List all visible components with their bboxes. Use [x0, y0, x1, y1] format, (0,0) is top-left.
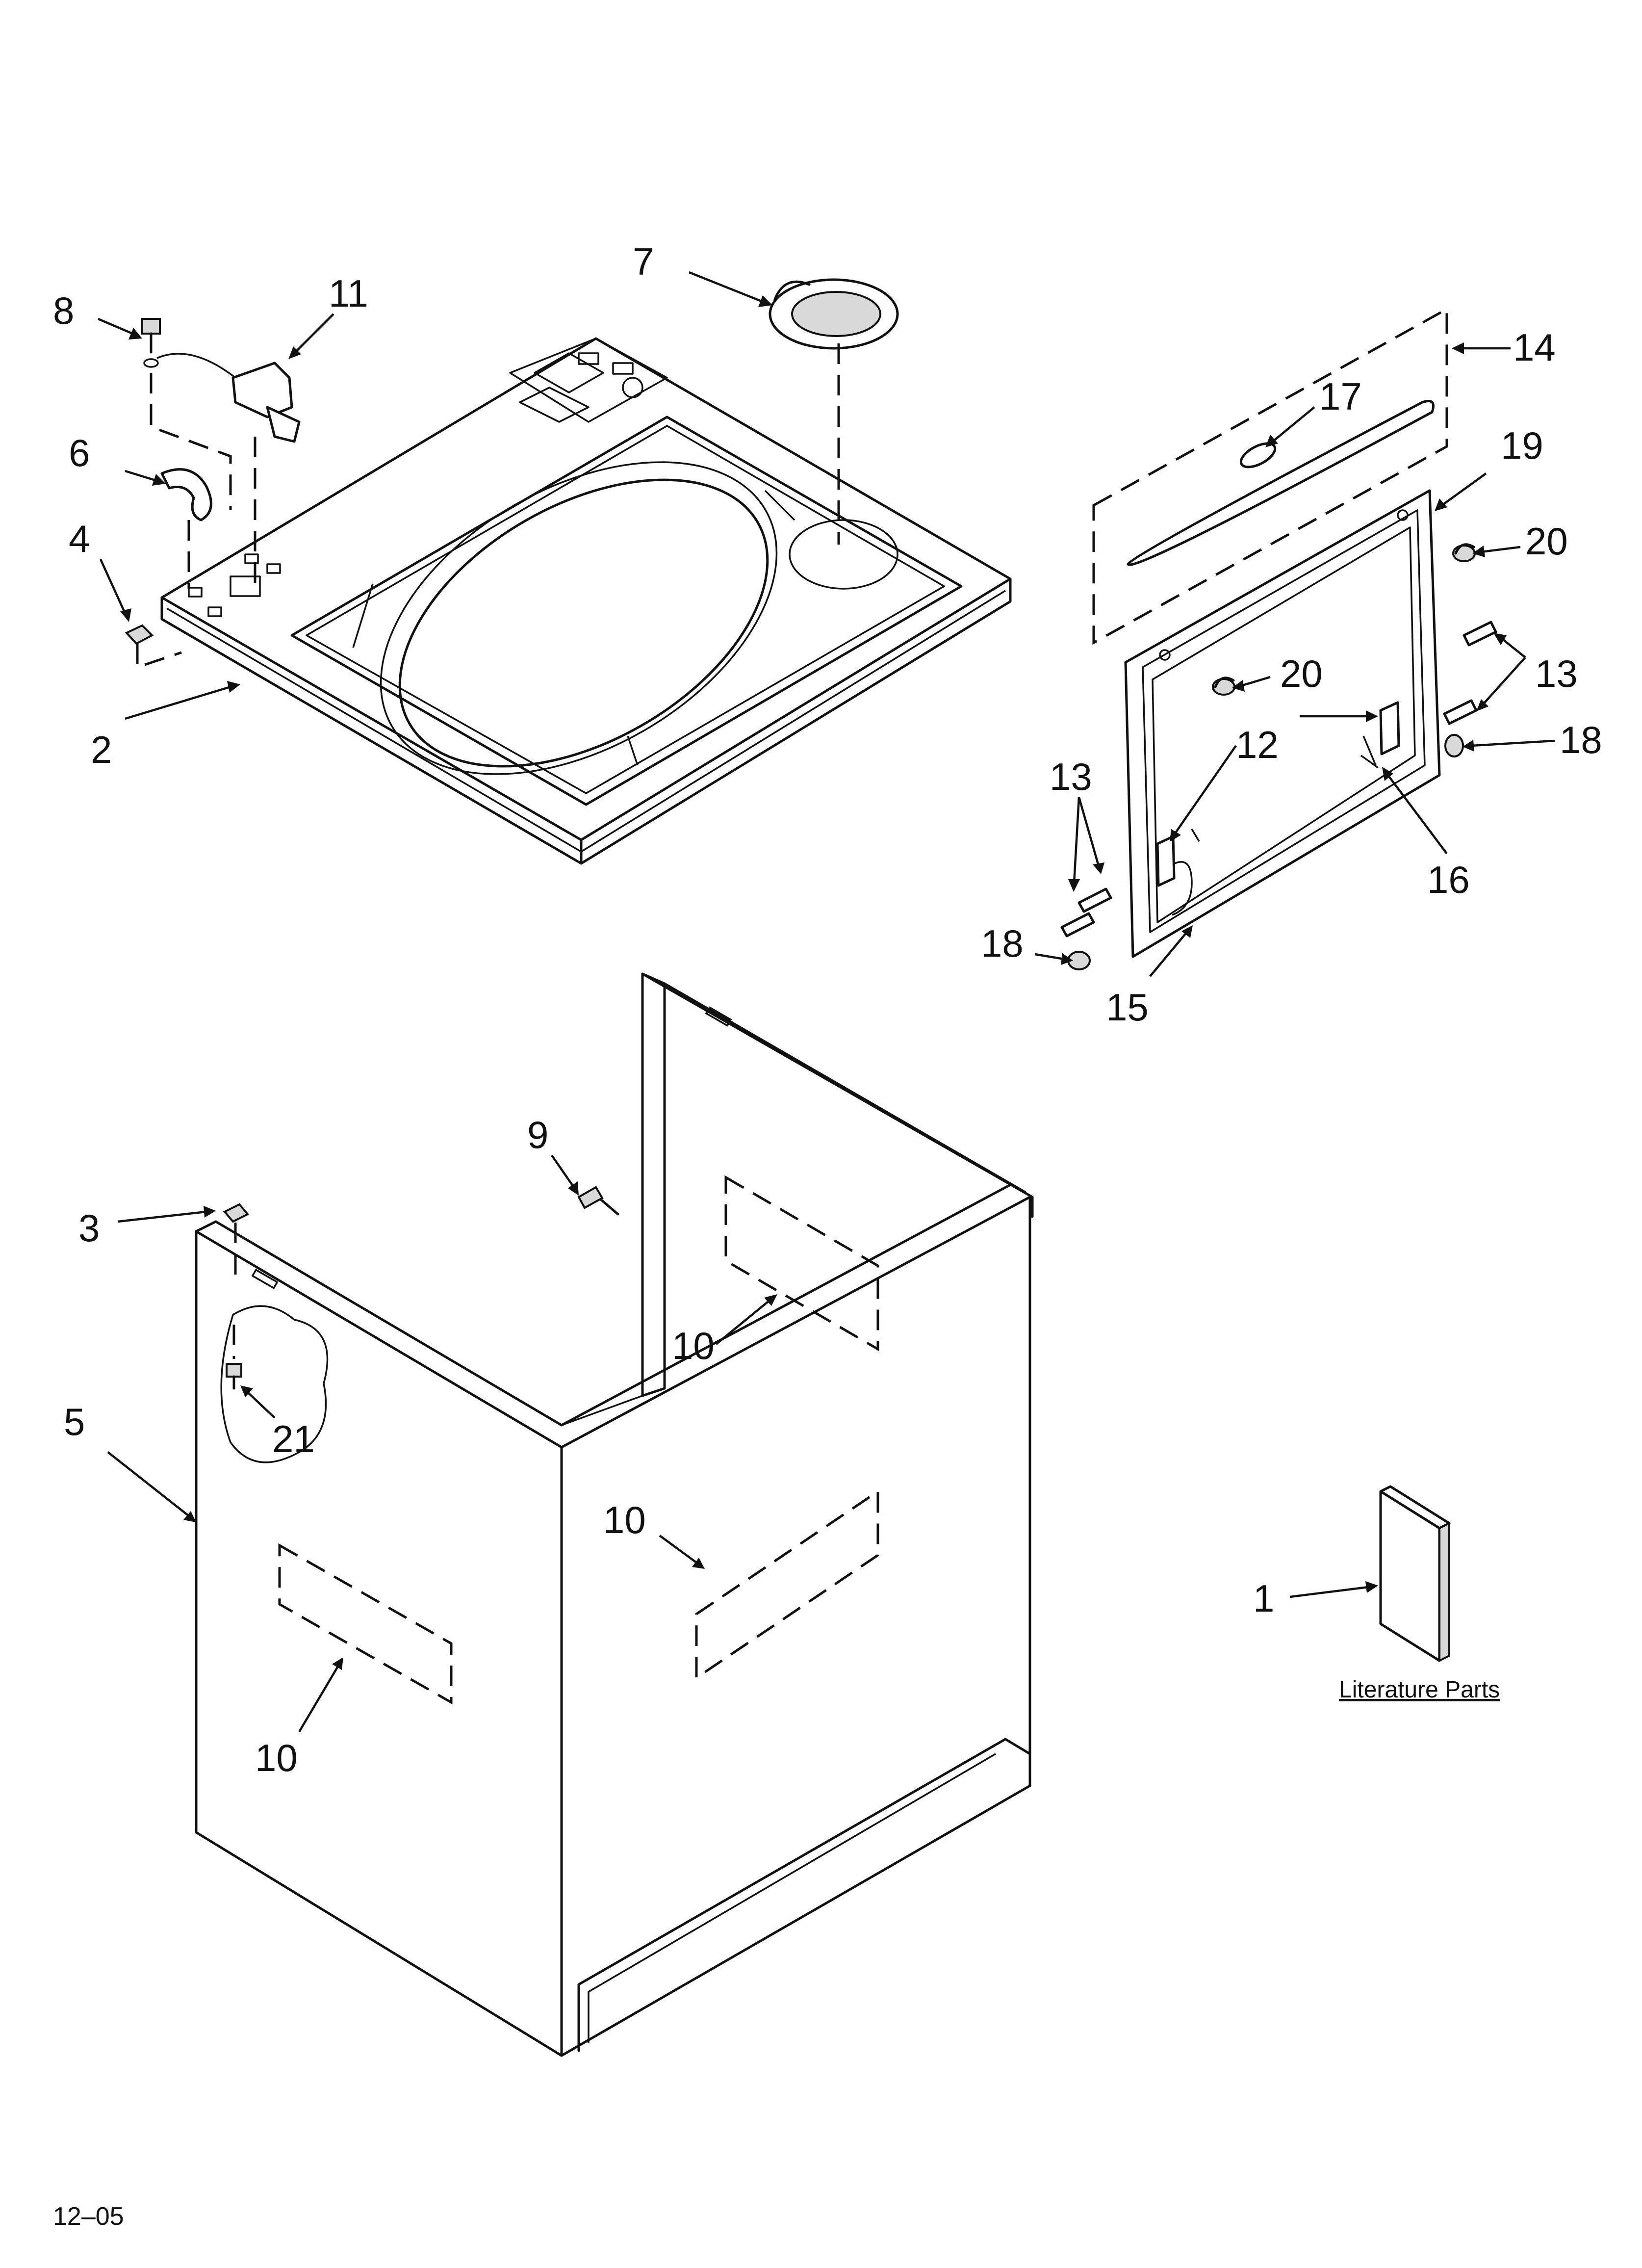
callout-20a: 20: [1525, 520, 1568, 563]
callout-11: 11: [329, 272, 368, 315]
callout-10c: 10: [255, 1736, 298, 1779]
callout-9: 9: [527, 1113, 548, 1156]
callout-3: 3: [78, 1206, 100, 1250]
callout-7: 7: [633, 240, 654, 283]
callout-19: 19: [1501, 424, 1543, 467]
callout-18a: 18: [1560, 718, 1602, 761]
callout-10b: 10: [603, 1498, 646, 1541]
lid-switch-assembly: [125, 318, 301, 669]
callout-10a: 10: [672, 1324, 715, 1367]
callout-13b: 13: [1050, 755, 1092, 798]
callout-13a: 13: [1535, 652, 1578, 695]
callout-2: 2: [91, 728, 112, 771]
callout-16: 16: [1427, 858, 1470, 901]
top-cover: [160, 337, 1012, 865]
footer-revision-code: 12–05: [53, 2202, 124, 2231]
callout-1: 1: [1253, 1577, 1274, 1620]
literature-book: [1379, 1485, 1451, 1663]
lid-assembly: [1060, 307, 1497, 970]
cabinet: [195, 972, 1034, 2057]
callout-15: 15: [1106, 986, 1149, 1029]
callout-20b: 20: [1280, 652, 1323, 695]
literature-parts-caption: Literature Parts: [1339, 1677, 1500, 1703]
callout-labels: 8 11 7 14 17 19 6 4 20 20 13 2 12 18 13 …: [53, 240, 1602, 2231]
callout-5: 5: [64, 1400, 85, 1443]
dispenser-cup-part: [769, 278, 899, 545]
leader-lines: [98, 271, 1555, 1733]
screw-part-9: [577, 1186, 619, 1216]
callout-14: 14: [1513, 326, 1556, 369]
callout-6: 6: [69, 431, 90, 474]
callout-21: 21: [272, 1417, 315, 1460]
callout-4: 4: [69, 517, 90, 560]
callout-18b: 18: [981, 922, 1024, 965]
callout-8: 8: [53, 289, 74, 332]
callout-17: 17: [1319, 375, 1362, 418]
callout-12a: 12: [1236, 723, 1279, 766]
